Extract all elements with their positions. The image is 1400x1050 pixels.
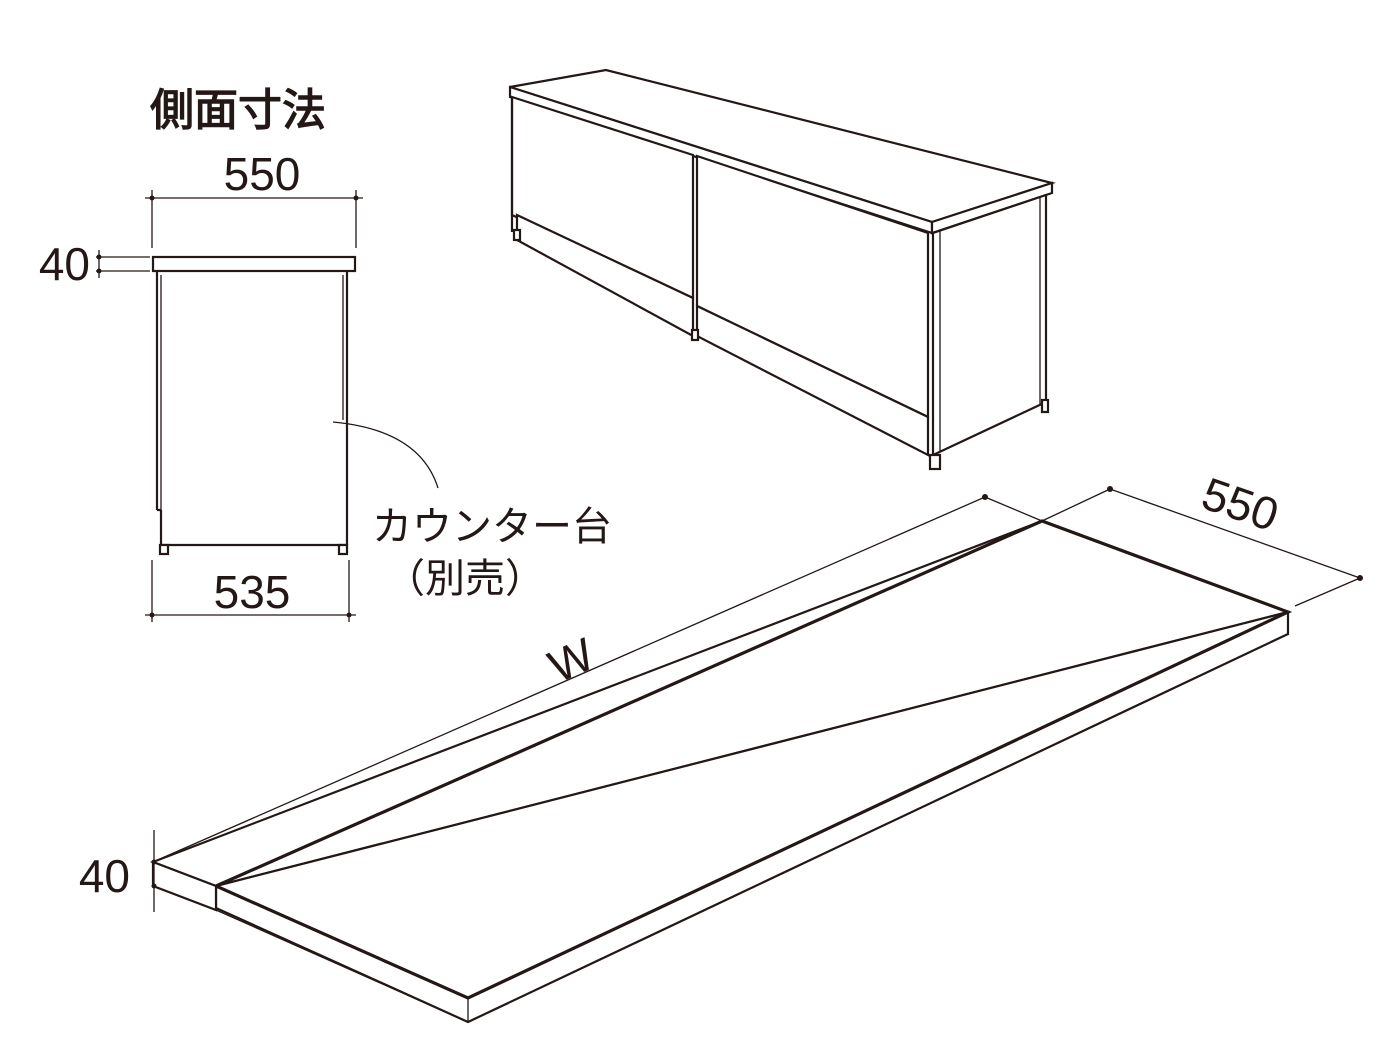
cabinet-label: カウンター台 （別売） bbox=[372, 504, 612, 602]
countertop-depth-value: 550 bbox=[1196, 467, 1285, 541]
top-thickness-value: 40 bbox=[39, 238, 90, 290]
cabinet-label-line1: カウンター台 bbox=[372, 504, 612, 550]
isometric-cabinet bbox=[508, 68, 1056, 471]
isometric-countertop: W 550 40 bbox=[79, 467, 1363, 1024]
base-depth-value: 535 bbox=[214, 566, 291, 618]
base-depth-dimension: 535 bbox=[145, 560, 356, 622]
side-countertop-slab bbox=[151, 255, 357, 273]
countertop-thickness-dimension: 40 bbox=[79, 830, 157, 912]
side-dimension-view: 側面寸法 550 40 bbox=[39, 85, 439, 622]
cabinet-label-line2: （別売） bbox=[385, 556, 545, 602]
countertop-thickness-value: 40 bbox=[79, 850, 130, 902]
top-width-dimension: 550 bbox=[145, 148, 363, 248]
cabinet-leader-line bbox=[332, 421, 439, 489]
top-thickness-dimension: 40 bbox=[39, 238, 150, 290]
countertop-width-value: W bbox=[541, 627, 602, 692]
side-view-title: 側面寸法 bbox=[149, 85, 326, 136]
side-cabinet-body bbox=[155, 271, 349, 556]
top-width-value: 550 bbox=[224, 148, 301, 200]
